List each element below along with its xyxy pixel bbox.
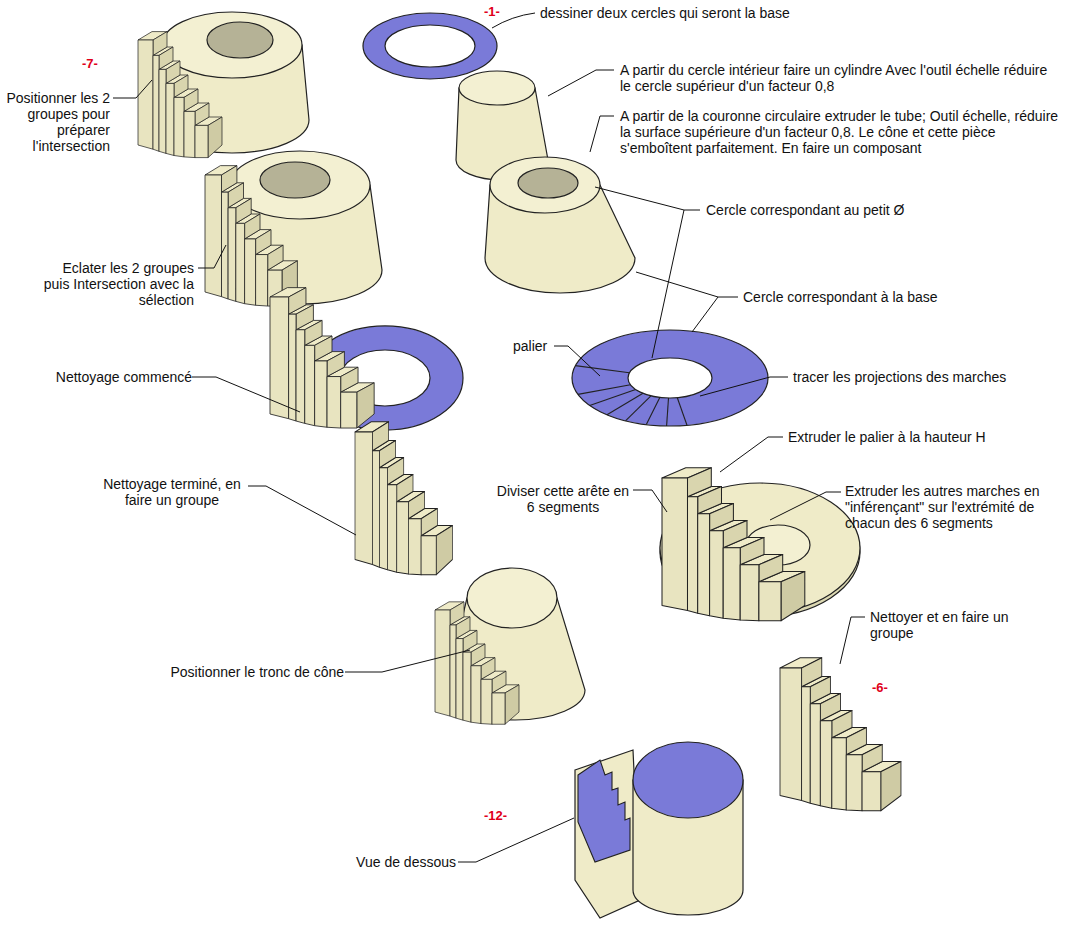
step-plan — [572, 330, 768, 426]
staircase — [435, 602, 519, 724]
annotation-text: Eclater les 2 groupes puis Intersection … — [34, 260, 194, 308]
annotation-text: palier — [513, 338, 573, 354]
label-slot: -1- — [484, 4, 534, 20]
staircase — [138, 32, 222, 158]
label-slot: A partir du cercle intérieur faire un cy… — [620, 62, 1060, 94]
leader-line — [633, 490, 667, 512]
annotation-text: A partir du cercle intérieur faire un cy… — [620, 62, 1060, 94]
callout-number: -7- — [82, 56, 132, 72]
staircase — [662, 468, 805, 621]
cylinder-inside — [633, 742, 743, 818]
leader-line — [595, 187, 700, 210]
callout-number: -6- — [872, 680, 922, 696]
label-slot: -12- — [484, 808, 534, 824]
label-slot: Vue de dessous — [300, 854, 456, 870]
step-projection — [677, 398, 687, 426]
step-projection — [578, 385, 631, 395]
label-slot: palier — [513, 338, 573, 354]
label-slot: Diviser cette arête en 6 segments — [495, 483, 631, 515]
callout-number: -12- — [484, 808, 534, 824]
annotation-text: Nettoyage commencé — [36, 369, 192, 385]
callout-number: -1- — [484, 4, 534, 20]
annotation-text: Positionner les 2 groupes pour préparer … — [4, 90, 110, 154]
label-slot: Cercle correspondant au petit Ø — [706, 202, 1026, 218]
step-projection — [667, 398, 669, 426]
label-slot: dessiner deux cercles qui seront la base — [540, 5, 940, 21]
label-slot: Eclater les 2 groupes puis Intersection … — [34, 260, 194, 308]
annotation-text: A partir de la couronne circulaire extru… — [620, 108, 1060, 156]
annotation-text: Vue de dessous — [300, 854, 456, 870]
label-slot: Nettoyer et en faire un groupe — [870, 609, 1035, 641]
annotation-text: Diviser cette arête en 6 segments — [495, 483, 631, 515]
label-slot: tracer les projections des marches — [793, 369, 1063, 385]
leader-line — [590, 116, 614, 152]
staircase — [270, 288, 374, 428]
stair-underside-hollow — [578, 760, 630, 862]
step-projection — [626, 396, 651, 421]
step-projection — [575, 366, 629, 373]
cone-top — [459, 71, 535, 105]
leader-line — [770, 492, 841, 520]
staircase — [205, 166, 297, 306]
staircase — [355, 422, 452, 575]
annotation-text: Positionner le tronc de cône — [140, 664, 344, 680]
leader-line — [700, 377, 788, 396]
leader-line — [652, 210, 684, 358]
annotation-text: Nettoyer et en faire un groupe — [870, 609, 1035, 641]
leader-line — [636, 272, 738, 297]
leader-line — [720, 437, 783, 472]
base-ring — [363, 13, 497, 79]
tube-hole — [518, 168, 578, 198]
leader-line — [198, 245, 226, 268]
leader-line — [458, 818, 574, 862]
annotation-text: Extruder les autres marches en "inférenç… — [845, 483, 1060, 531]
tube-hole — [260, 162, 330, 198]
annotation-text: tracer les projections des marches — [793, 369, 1063, 385]
label-slot: Extruder les autres marches en "inférenç… — [845, 483, 1060, 531]
step-projection — [646, 397, 660, 424]
label-slot: A partir de la couronne circulaire extru… — [620, 108, 1060, 156]
frustum-top — [467, 568, 557, 628]
label-slot: -6- — [872, 680, 922, 696]
leader-line — [692, 297, 718, 332]
tube-hole — [207, 22, 273, 58]
leader-line — [192, 377, 300, 412]
label-slot: Positionner les 2 groupes pour préparer … — [4, 90, 110, 154]
label-slot: -7- — [82, 56, 132, 72]
annotation-text: Cercle correspondant à la base — [743, 289, 1043, 305]
label-slot: Nettoyage commencé — [36, 369, 192, 385]
annotation-text: Extruder le palier à la hauteur H — [788, 429, 1058, 445]
label-slot: Cercle correspondant à la base — [743, 289, 1043, 305]
label-slot: Nettoyage terminé, en faire un groupe — [96, 476, 248, 508]
label-slot: Extruder le palier à la hauteur H — [788, 429, 1058, 445]
leader-line — [554, 346, 600, 376]
leader-line — [840, 617, 865, 664]
leader-line — [248, 486, 356, 535]
label-slot: Positionner le tronc de cône — [140, 664, 344, 680]
leader-line — [345, 650, 470, 672]
annotation-text: Nettoyage terminé, en faire un groupe — [96, 476, 248, 508]
tube-top — [162, 12, 302, 78]
annotation-text: Cercle correspondant au petit Ø — [706, 202, 1026, 218]
step-projection — [607, 393, 643, 415]
step-projection — [590, 390, 636, 406]
annotation-text: dessiner deux cercles qui seront la base — [540, 5, 940, 21]
leader-line — [113, 80, 152, 98]
tube-top — [490, 157, 600, 213]
leader-line — [548, 70, 614, 96]
stair-underside — [575, 750, 640, 918]
